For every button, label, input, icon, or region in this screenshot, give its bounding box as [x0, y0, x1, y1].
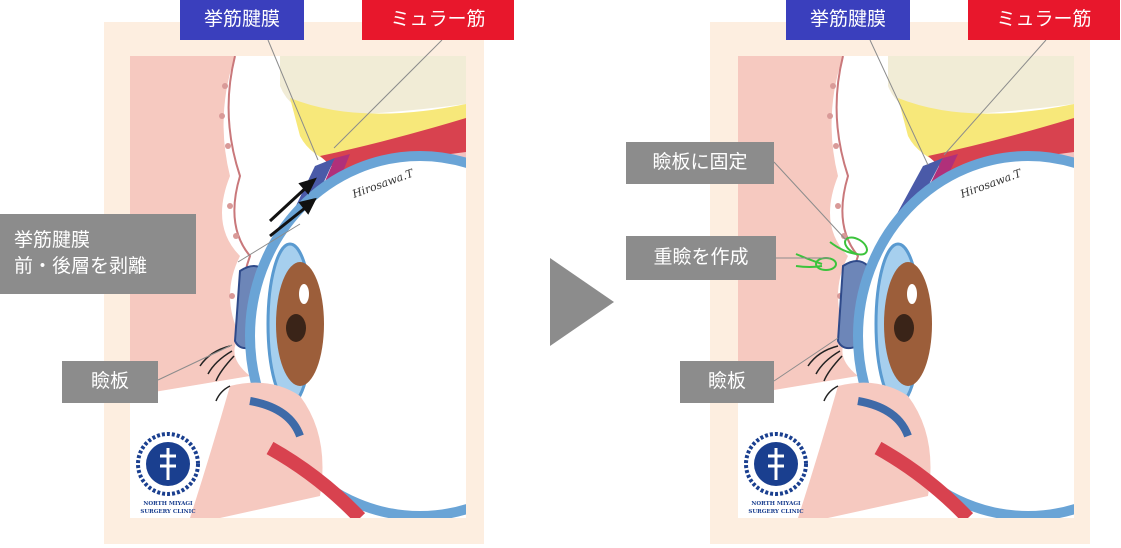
- logo-line2: SURGERY CLINIC: [748, 509, 804, 515]
- tarsus-label-right: 瞼板: [680, 361, 774, 403]
- logo-line1: NORTH MIYAGI: [143, 501, 193, 507]
- fix-to-tarsus-label: 瞼板に固定: [626, 142, 774, 184]
- levator-aponeurosis-label-right: 挙筋腱膜: [786, 0, 910, 40]
- clinic-logo: NORTH MIYAGI SURGERY CLINIC: [136, 432, 200, 515]
- logo-line2: SURGERY CLINIC: [140, 509, 196, 515]
- levator-aponeurosis-label: 挙筋腱膜: [180, 0, 304, 40]
- procedure-label-line2: 前・後層を剥離: [14, 255, 148, 277]
- left-eye-illustration: Hirosawa.T NORTH MIYAGI SURGERY CLINIC: [130, 56, 466, 518]
- next-step-arrow-icon: [550, 258, 614, 346]
- procedure-label-line1: 挙筋腱膜: [14, 229, 91, 252]
- logo-line1: NORTH MIYAGI: [751, 501, 801, 507]
- procedure-label: 挙筋腱膜 前・後層を剥離: [0, 214, 196, 294]
- clinic-logo: NORTH MIYAGI SURGERY CLINIC: [744, 432, 808, 515]
- tarsus-label: 瞼板: [62, 361, 158, 403]
- create-double-eyelid-label: 重瞼を作成: [626, 236, 776, 280]
- muller-muscle-label-right: ミュラー筋: [968, 0, 1120, 40]
- right-eye-illustration: Hirosawa.T NORTH MIYAGI SURGERY CLINIC: [738, 56, 1074, 518]
- muller-muscle-label: ミュラー筋: [362, 0, 514, 40]
